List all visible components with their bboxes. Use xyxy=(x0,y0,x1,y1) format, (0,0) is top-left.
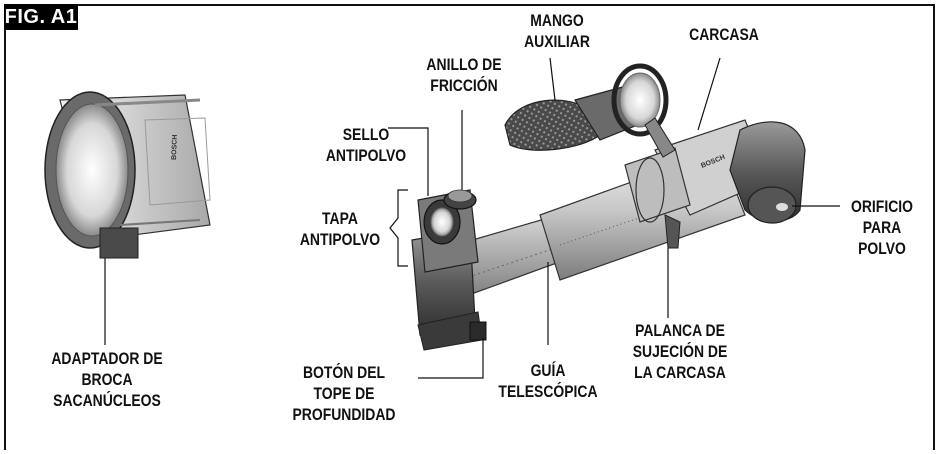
depth-stop-button xyxy=(469,321,487,341)
figure-badge: FIG. A1 xyxy=(4,4,78,30)
dust-cap-assembly xyxy=(411,189,487,351)
leader-lines xyxy=(104,57,840,379)
core-bit-adapter: BOSCH xyxy=(44,91,211,259)
dust-extractor: BOSCH xyxy=(437,63,806,301)
figure-frame xyxy=(4,4,935,450)
brand-mark-adapter: BOSCH xyxy=(171,135,179,161)
label-housing: CARCASA xyxy=(689,25,759,44)
